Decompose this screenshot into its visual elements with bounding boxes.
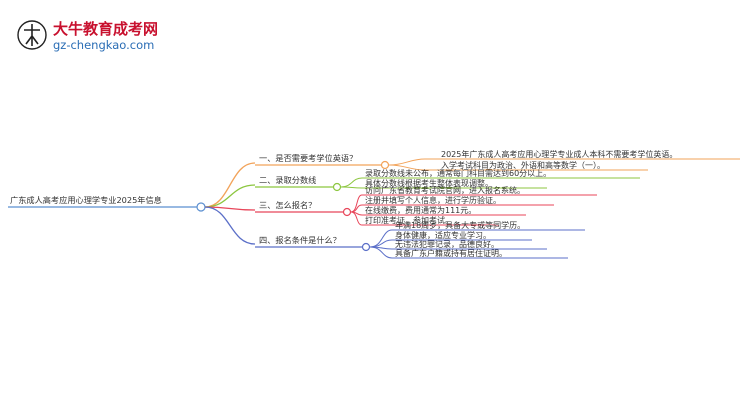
leaf-node-3-3[interactable]: 在线缴费，费用通常为111元。 [362,205,526,216]
leaf-node-2-1[interactable]: 录取分数线未公布，通常每门科目需达到60分以上。 [362,168,640,179]
leaf-1-2-label: 入学考试科目为政治、外语和高等数学（一）。 [441,160,605,170]
leaf-node-3-1[interactable]: 访问广东省教育考试院官网，进入报名系统。 [362,185,597,196]
root-collapse-icon[interactable] [196,202,206,212]
leaf-node-4-3[interactable]: 无违法犯罪记录，品德良好。 [392,239,547,250]
branch-2-collapse-icon[interactable] [332,182,342,192]
connector-4-4 [369,246,393,259]
leaf-1-1-label: 2025年广东成人高考应用心理学专业成人本科不需要考学位英语。 [441,149,677,159]
connector-branch-4 [204,206,256,245]
leaf-node-3-2[interactable]: 注册并填写个人信息，进行学历验证。 [362,195,554,206]
leaf-4-3-label: 无违法犯罪记录，品德良好。 [395,239,499,249]
connector-3-4 [350,211,363,226]
branch-3-label: 三、怎么报名？ [259,200,316,210]
leaf-3-4-label: 打印准考证，参加考试。 [365,215,453,225]
branch-node-2[interactable]: 二、录取分数线 [255,175,342,192]
root-node[interactable]: 广东成人高考应用心理学专业2025年信息 [8,195,206,212]
leaf-node-4-4[interactable]: 具备广东户籍或持有居住证明。 [392,248,568,259]
branch-4-collapse-icon[interactable] [361,242,371,252]
logo-glyph-icon [24,24,40,46]
logo-emblem-icon [17,20,47,50]
logo-name: 大牛教育成考网 [53,20,158,38]
leaf-4-1-label: 年满18周岁，具备大专或等同学历。 [395,220,525,230]
connector-2-2 [340,186,363,189]
connector-2-1 [340,177,363,188]
leaf-2-2-label: 具体分数线根据考生整体表现调整。 [365,178,493,188]
branch-node-1[interactable]: 一、是否需要考学位英语？ [255,153,390,170]
leaf-3-1-label: 访问广东省教育考试院官网，进入报名系统。 [365,185,525,195]
branch-node-4[interactable]: 四、报名条件是什么？ [255,235,371,252]
connector-1-2 [388,164,426,171]
root-label: 广东成人高考应用心理学专业2025年信息 [10,195,162,205]
leaf-node-1-2[interactable]: 入学考试科目为政治、外语和高等数学（一）。 [425,160,648,171]
leaf-node-4-2[interactable]: 身体健康，适应专业学习。 [392,230,532,241]
branch-2-label: 二、录取分数线 [259,175,316,185]
leaf-4-4-label: 具备广东户籍或持有居住证明。 [395,248,507,258]
connector-1-1 [388,158,426,166]
branch-4-label: 四、报名条件是什么？ [259,235,341,245]
logo-url: gz-chengkao.com [53,38,154,52]
leaf-node-3-4[interactable]: 打印准考证，参加考试。 [362,215,499,226]
leaf-3-3-label: 在线缴费，费用通常为111元。 [365,205,476,215]
logo[interactable]: 大牛教育成考网 gz-chengkao.com [17,20,158,52]
branch-node-3[interactable]: 三、怎么报名？ [255,200,352,217]
branch-1-collapse-icon[interactable] [380,160,390,170]
branch-1-label: 一、是否需要考学位英语？ [259,153,357,163]
leaf-node-2-2[interactable]: 具体分数线根据考生整体表现调整。 [362,178,547,189]
leaf-node-1-1[interactable]: 2025年广东成人高考应用心理学专业成人本科不需要考学位英语。 [425,149,740,160]
leaf-3-2-label: 注册并填写个人信息，进行学历验证。 [365,195,501,205]
branch-3-collapse-icon[interactable] [342,207,352,217]
connector-branch-2 [204,184,256,208]
leaf-node-4-1[interactable]: 年满18周岁，具备大专或等同学历。 [392,220,585,231]
leaf-2-1-label: 录取分数线未公布，通常每门科目需达到60分以上。 [365,168,551,178]
connector-branch-1 [204,162,256,208]
leaf-4-2-label: 身体健康，适应专业学习。 [395,230,491,240]
